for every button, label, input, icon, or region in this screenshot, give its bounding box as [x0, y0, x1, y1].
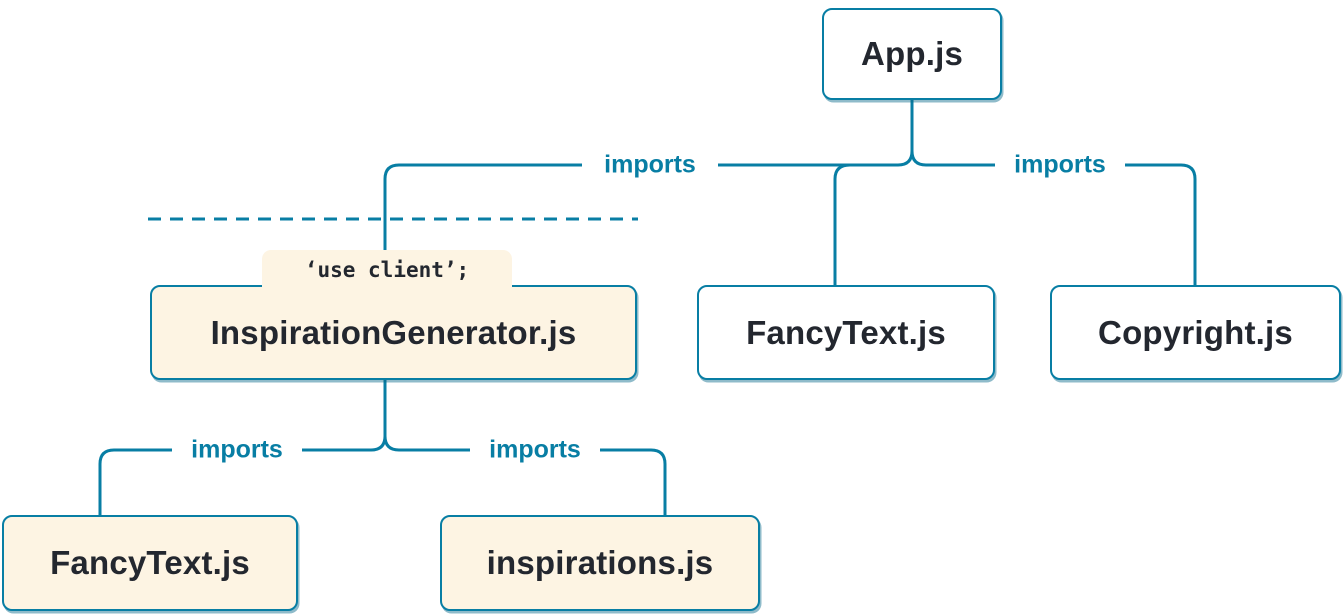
node-app-js-label: App.js [860, 35, 964, 72]
use-client-badge-text: ‘use client’; [304, 258, 470, 282]
edge-label-generator-imports-left: imports [191, 435, 283, 464]
node-copyright-js-label: Copyright.js [1098, 313, 1293, 351]
node-inspiration-generator-js-label: InspirationGenerator.js [210, 313, 577, 351]
node-fancy-text-js-top-label: FancyText.js [746, 313, 946, 351]
node-app-js: App.js [822, 8, 1002, 100]
node-inspiration-generator-js: InspirationGenerator.js [150, 285, 637, 380]
edge-label-app-imports-left: imports [604, 150, 696, 179]
node-fancy-text-js-top: FancyText.js [697, 285, 995, 380]
node-fancy-text-js-bottom-label: FancyText.js [50, 544, 250, 581]
node-inspirations-js: inspirations.js [440, 515, 760, 611]
use-client-badge: ‘use client’; [262, 250, 512, 290]
edge-label-generator-imports-right: imports [489, 435, 581, 464]
node-copyright-js: Copyright.js [1050, 285, 1341, 380]
node-inspirations-js-label: inspirations.js [486, 544, 714, 581]
edge-label-app-imports-right: imports [1014, 150, 1106, 179]
node-fancy-text-js-bottom: FancyText.js [2, 515, 298, 611]
